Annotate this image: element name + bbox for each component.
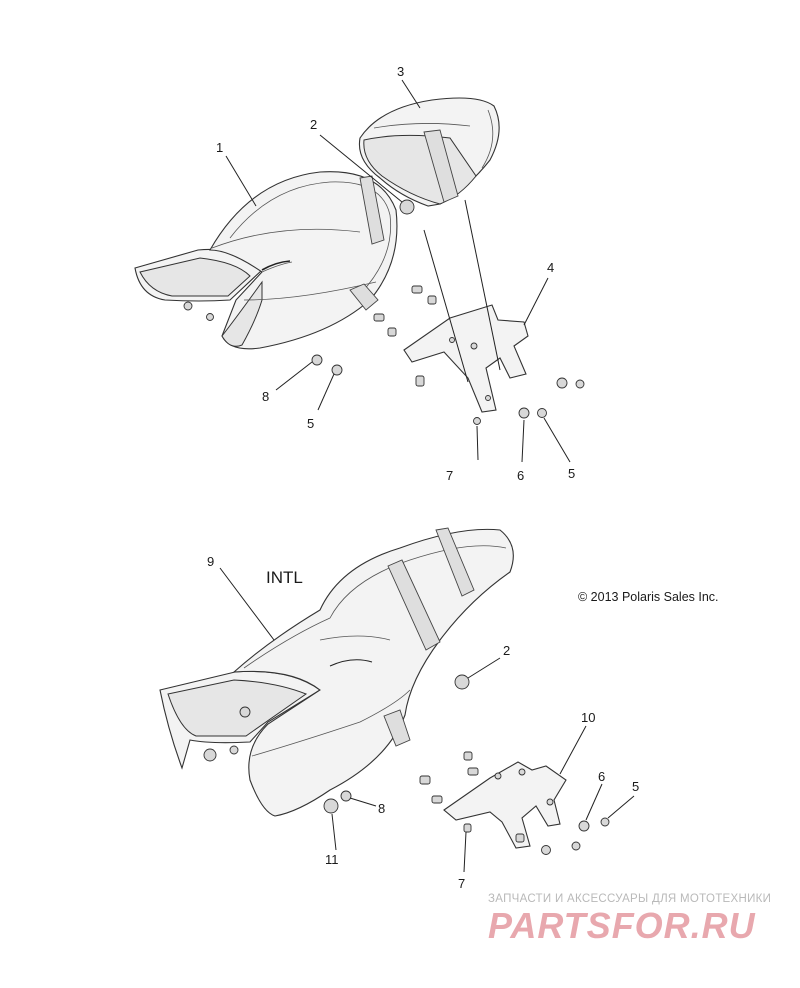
- callout-9: 9: [207, 554, 214, 569]
- callout-8: 8: [262, 389, 269, 404]
- callout-5: 5: [307, 416, 314, 431]
- rider-seat-part-1: [134, 171, 398, 350]
- top-leader-lines: [225, 79, 571, 463]
- callout-4: 4: [547, 260, 554, 275]
- callout-8: 8: [378, 801, 385, 816]
- passenger-seat-part-3: [358, 97, 500, 207]
- watermark-logo: PARTSFOR.RU: [488, 905, 756, 946]
- callout-1: 1: [216, 140, 223, 155]
- top-hardware: [183, 199, 585, 425]
- intl-label: INTL: [266, 568, 303, 587]
- callout-2: 2: [503, 643, 510, 658]
- callout-7: 7: [458, 876, 465, 891]
- callout-2: 2: [310, 117, 317, 132]
- callout-6: 6: [517, 468, 524, 483]
- bottom-leader-lines: [219, 567, 635, 873]
- seat-bracket-part-10: [443, 761, 567, 849]
- callout-5: 5: [632, 779, 639, 794]
- seat-bracket-part-4: [403, 199, 529, 413]
- watermark-tagline: ЗАПЧАСТИ И АКСЕССУАРЫ ДЛЯ МОТОТЕХНИКИ: [488, 893, 772, 905]
- intl-seat-part-9: [159, 527, 514, 817]
- callout-3: 3: [397, 64, 404, 79]
- callout-5: 5: [568, 466, 575, 481]
- callout-10: 10: [581, 710, 595, 725]
- callout-7: 7: [446, 468, 453, 483]
- callout-11: 11: [325, 852, 339, 867]
- copyright-notice: © 2013 Polaris Sales Inc.: [578, 590, 719, 604]
- bottom-hardware: [203, 674, 610, 855]
- callout-6: 6: [598, 769, 605, 784]
